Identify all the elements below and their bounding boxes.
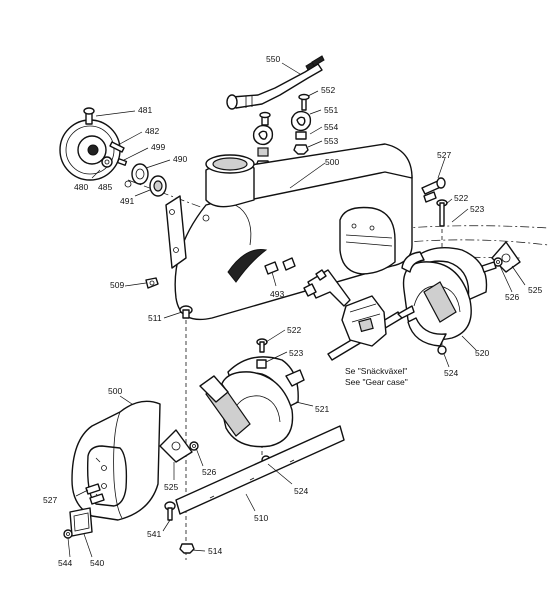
callout-485: 485 bbox=[98, 182, 112, 192]
callout-491: 491 bbox=[120, 196, 134, 206]
fasteners bbox=[145, 177, 448, 319]
callout-523-lower: 523 bbox=[289, 348, 303, 358]
callout-500-upper: 500 bbox=[325, 157, 339, 167]
callout-481: 481 bbox=[138, 105, 152, 115]
gear-case-note-english: See "Gear case" bbox=[345, 377, 408, 387]
callout-520: 520 bbox=[475, 348, 489, 358]
callout-526-left: 526 bbox=[202, 467, 216, 477]
auger-right bbox=[401, 247, 488, 355]
callout-493: 493 bbox=[270, 289, 284, 299]
callout-522-upper: 522 bbox=[454, 193, 468, 203]
callout-527-lower: 527 bbox=[43, 495, 57, 505]
callout-522-lower: 522 bbox=[287, 325, 301, 335]
callout-labels: 550 552 551 554 553 481 482 499 490 480 … bbox=[43, 54, 542, 568]
callout-480: 480 bbox=[74, 182, 88, 192]
pulley-assembly bbox=[59, 107, 167, 197]
callout-525-right: 525 bbox=[528, 285, 542, 295]
right-bearing-plate bbox=[481, 241, 521, 273]
callout-524-lower: 524 bbox=[294, 486, 308, 496]
callout-509: 509 bbox=[110, 280, 124, 290]
callout-482: 482 bbox=[145, 126, 159, 136]
callout-514: 514 bbox=[208, 546, 222, 556]
callout-511: 511 bbox=[148, 313, 162, 323]
scraper-bar bbox=[164, 425, 345, 554]
callout-521: 521 bbox=[315, 404, 329, 414]
callout-553: 553 bbox=[324, 136, 338, 146]
auger-housing-lower bbox=[63, 400, 161, 539]
callout-526-right: 526 bbox=[505, 292, 519, 302]
callout-551: 551 bbox=[324, 105, 338, 115]
auger-left bbox=[199, 338, 305, 465]
callout-544: 544 bbox=[58, 558, 72, 568]
callout-554: 554 bbox=[324, 122, 338, 132]
callout-510: 510 bbox=[254, 513, 268, 523]
gear-case-note-swedish: Se "Snäckväxel" bbox=[345, 366, 407, 376]
callout-540: 540 bbox=[90, 558, 104, 568]
left-bearing-plate bbox=[159, 429, 199, 463]
callout-524-right: 524 bbox=[444, 368, 458, 378]
callout-499: 499 bbox=[151, 142, 165, 152]
callout-541: 541 bbox=[147, 529, 161, 539]
callout-523-upper: 523 bbox=[470, 204, 484, 214]
callout-525-left: 525 bbox=[164, 482, 178, 492]
gear-case-assembly bbox=[303, 269, 415, 361]
chute-crank-handle bbox=[226, 55, 325, 110]
callout-527-upper: 527 bbox=[437, 150, 451, 160]
callout-500-lower: 500 bbox=[108, 386, 122, 396]
callout-550: 550 bbox=[266, 54, 280, 64]
callout-552: 552 bbox=[321, 85, 335, 95]
auger-housing-upper bbox=[165, 143, 413, 321]
callout-490: 490 bbox=[173, 154, 187, 164]
leader-lines bbox=[67, 62, 526, 558]
